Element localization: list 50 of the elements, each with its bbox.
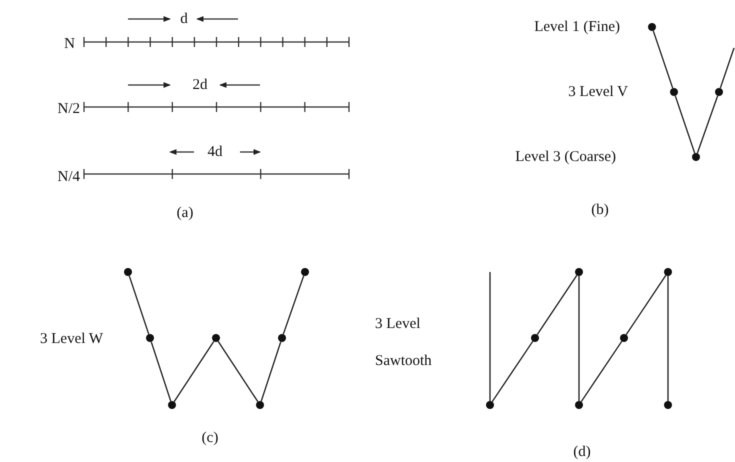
panel-label: (c)	[202, 429, 218, 447]
grid-level-dot	[278, 334, 286, 342]
dimension-label: 2d	[192, 76, 208, 94]
cycle-label: 3 Level W	[40, 330, 104, 348]
grid-level-dot	[124, 268, 132, 276]
grid-level-dot	[620, 334, 628, 342]
connector-line	[667, 276, 669, 401]
connector-line	[652, 30, 674, 88]
grid-level-dot	[715, 88, 723, 96]
panel-label: (a)	[176, 204, 194, 222]
connector-line	[578, 276, 580, 401]
grid-level-dot	[301, 268, 309, 276]
grid-level-dot	[575, 401, 583, 409]
grid-level-dot	[146, 334, 154, 342]
grid-level-dot	[168, 401, 176, 409]
connector-line	[536, 274, 578, 336]
connector-line	[720, 48, 735, 88]
connector-line	[150, 342, 172, 402]
cycle-label: 3 Level Sawtooth	[375, 315, 433, 371]
level-label: N	[64, 35, 75, 53]
grid-level-dot	[692, 153, 700, 161]
connector-line	[580, 340, 622, 402]
connector-line	[489, 272, 491, 401]
grid-level-dot	[670, 88, 678, 96]
level-label: Level 1 (Fine)	[534, 18, 620, 36]
connector-line	[492, 340, 534, 402]
grid-level-dot	[575, 268, 583, 276]
connector-line	[626, 274, 666, 336]
panel-label: (b)	[591, 201, 609, 219]
level-label: N/4	[58, 168, 80, 186]
cycle-label: 3 Level V	[568, 83, 628, 101]
dimension-label: 4d	[208, 143, 222, 161]
panel-label: (d)	[573, 443, 591, 461]
level-label: N/2	[58, 100, 80, 118]
level-label: Level 3 (Coarse)	[515, 148, 616, 166]
connector-line	[174, 340, 214, 402]
grid-level-dot	[486, 401, 494, 409]
connector-line	[260, 342, 282, 402]
grid-level-dot	[648, 23, 656, 31]
connector-line	[696, 96, 718, 154]
grid-level-dot	[664, 268, 672, 276]
connector-line	[282, 276, 304, 334]
grid-level-dot	[256, 401, 264, 409]
connector-line	[128, 276, 150, 334]
grid-level-dot	[531, 334, 539, 342]
connector-line	[674, 96, 696, 154]
dimension-label: d	[180, 10, 188, 28]
grid-level-dot	[212, 334, 220, 342]
grid-level-dot	[664, 401, 672, 409]
connector-line	[218, 340, 258, 402]
